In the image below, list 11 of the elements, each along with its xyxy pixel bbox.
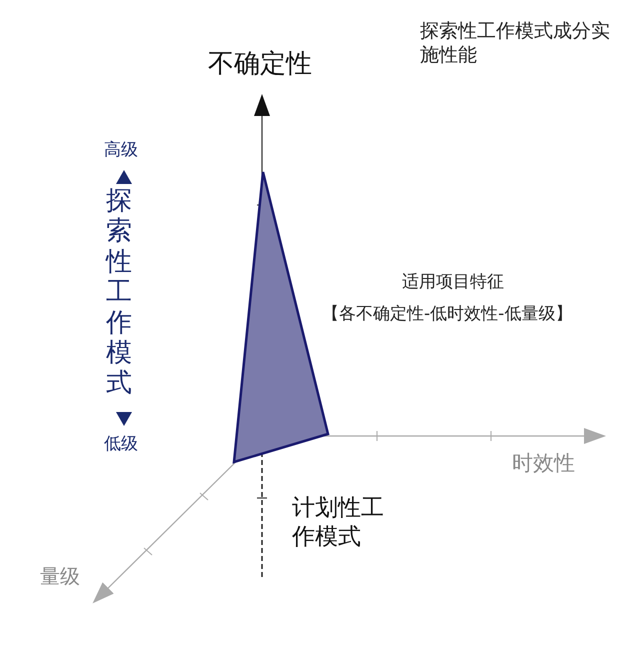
axis-label: 计划性工作模式 xyxy=(292,494,385,552)
axis-label: 量级 xyxy=(40,564,80,589)
triangle-shape xyxy=(232,170,330,464)
level-label: 低级 xyxy=(104,434,138,456)
level-label: 高级 xyxy=(104,140,138,162)
annotation-text: 适用项目特征 xyxy=(402,272,504,294)
annotation-text: 【各不确定性-低时效性-低量级】 xyxy=(322,304,572,326)
axis-label: 不确定性 xyxy=(208,48,312,80)
axis-label: 时效性 xyxy=(512,450,575,476)
title: 探索性工作模式成分实施性能 xyxy=(420,20,611,68)
axis-label: 探索性工作模式 xyxy=(106,186,132,399)
